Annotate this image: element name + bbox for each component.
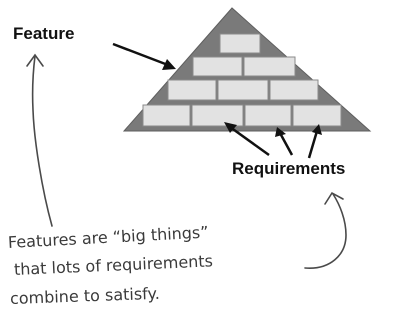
hand-drawn-arrow-icon xyxy=(26,53,53,227)
brick xyxy=(269,79,319,101)
feature-label: Feature xyxy=(13,24,75,43)
feature-arrowhead xyxy=(162,59,176,70)
brick xyxy=(292,104,342,127)
brick xyxy=(244,104,292,127)
requirement-arrow-icon xyxy=(229,125,270,157)
brick xyxy=(219,33,261,54)
pyramid-bricks xyxy=(142,33,342,127)
requirement-arrows xyxy=(229,125,319,159)
requirement-arrow-icon xyxy=(278,132,294,156)
requirement-arrowhead xyxy=(275,127,286,137)
requirements-label: Requirements xyxy=(232,159,346,178)
brick xyxy=(167,79,217,101)
brick xyxy=(243,56,296,77)
hand-drawn-curve-icon xyxy=(304,191,347,269)
requirement-arrowhead xyxy=(312,124,322,135)
requirement-arrow-icon xyxy=(307,130,319,159)
feature-arrow-icon xyxy=(112,42,169,67)
brick xyxy=(191,104,244,127)
brick xyxy=(217,79,269,101)
brick xyxy=(142,104,191,127)
requirement-arrowhead xyxy=(224,122,237,133)
brick xyxy=(192,56,243,77)
